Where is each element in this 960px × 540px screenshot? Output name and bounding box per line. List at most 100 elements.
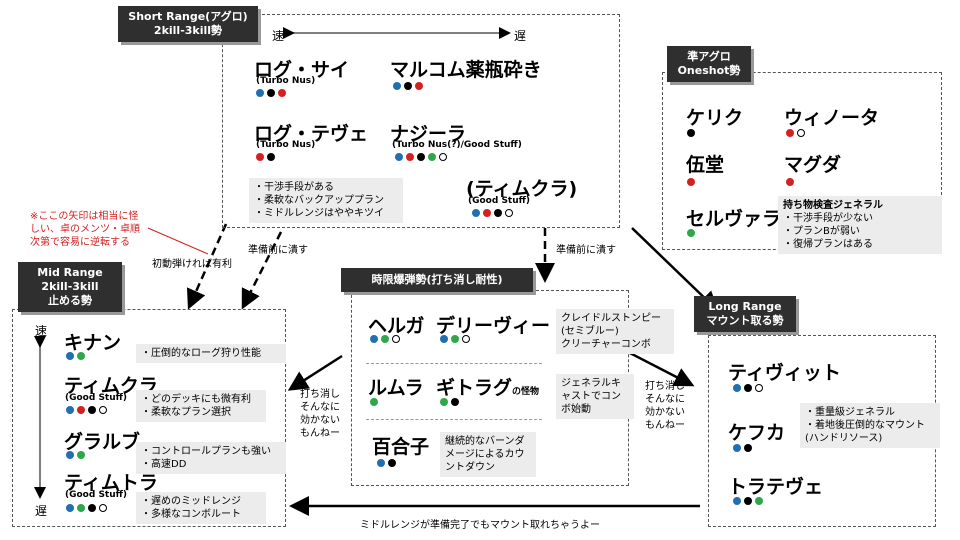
mid-range-subtitle2: 止める勢 <box>48 294 92 307</box>
long-range-title: Long Range <box>708 300 782 313</box>
note-line: ・柔軟なプラン選択 <box>141 407 231 418</box>
note-title: 持ち物検査ジェネラル <box>783 200 883 211</box>
color-dots <box>66 406 110 415</box>
deck-name: ウィノータ <box>784 107 880 129</box>
short-speed-slow: 遅 <box>514 29 527 43</box>
counter-line: もんねー <box>645 420 685 431</box>
deck-notes: 継続的なバーンダ メージによるカウ ントダウン <box>440 432 536 477</box>
note-line: ・干渉手段が少ない <box>783 213 873 224</box>
green-mana-dot <box>77 504 85 512</box>
red-mana-dot <box>786 178 794 186</box>
note-line: ・多様なコンボルート <box>141 509 241 520</box>
divider <box>366 363 542 364</box>
blue-mana-dot <box>733 444 741 452</box>
deck-notes: ジェネラルキ ャストでコン ボ始動 <box>556 374 634 419</box>
color-dots <box>687 129 698 138</box>
semi-aggro-notes: 持ち物検査ジェネラル ・干渉手段が少ない ・プランBが弱い ・復帰プランはある <box>778 196 942 254</box>
deck-name: マグダ <box>784 154 842 176</box>
color-dots <box>256 89 289 98</box>
mid-range-title: Mid Range <box>37 266 103 279</box>
deck-name-main: ギトラグ <box>436 377 513 399</box>
time-bomb-title: 時限爆弾勢(打ち消し耐性) <box>371 273 503 286</box>
color-dots <box>393 82 426 91</box>
semi-aggro-subtitle: Oneshot勢 <box>677 64 741 77</box>
semi-aggro-title: 準アグロ <box>687 50 731 63</box>
green-mana-dot <box>370 398 378 406</box>
note-line: ・重量級ジェネラル <box>805 407 895 418</box>
black-mana-dot <box>388 459 396 467</box>
blue-mana-dot <box>66 406 74 414</box>
counter-line: そんなに <box>300 402 340 413</box>
deck-name: 百合子 <box>372 436 430 458</box>
green-mana-dot <box>440 398 448 406</box>
note-line: メージによるカウ <box>445 449 525 460</box>
white-mana-dot <box>755 384 763 392</box>
color-dots <box>370 335 403 344</box>
color-dots <box>733 444 755 453</box>
note-line: ・高速DD <box>141 459 187 470</box>
deck-name: ケリク <box>686 107 744 129</box>
color-dots <box>687 229 698 238</box>
color-dots <box>66 352 88 361</box>
red-mana-dot <box>415 82 423 90</box>
color-dots <box>786 129 808 138</box>
blue-mana-dot <box>377 459 385 467</box>
counter-line: もんねー <box>300 428 340 439</box>
blue-mana-dot <box>440 335 448 343</box>
green-mana-dot <box>381 335 389 343</box>
color-dots <box>786 178 797 187</box>
deck-notes: ・遅めのミッドレンジ ・多様なコンボルート <box>136 492 266 524</box>
black-mana-dot <box>744 497 752 505</box>
color-dots <box>440 335 473 344</box>
mid-range-label: Mid Range 2kill-3kill 止める勢 <box>18 262 122 312</box>
white-mana-dot <box>505 209 513 217</box>
note-line: ジェネラルキ <box>561 378 621 389</box>
deck-name: ギトラグの怪物 <box>436 373 539 400</box>
color-dots <box>395 153 450 162</box>
counter-line: 効かない <box>300 415 340 426</box>
deck-name: ティヴィット <box>728 362 841 384</box>
color-dots <box>66 504 110 513</box>
color-dots <box>66 451 88 460</box>
short-range-box <box>222 14 620 228</box>
green-mana-dot <box>687 229 695 237</box>
deck-name: ルムラ <box>368 377 424 399</box>
color-dots <box>370 398 381 407</box>
note-line: (セミブルー) <box>561 326 619 337</box>
counter-label-1: 打ち消し そんなに 効かない もんねー <box>300 388 340 440</box>
black-mana-dot <box>687 129 695 137</box>
deck-name: ケフカ <box>728 422 786 444</box>
deck-name: マルコム薬瓶砕き <box>390 59 542 81</box>
deck-name: ナジーラ <box>390 123 467 145</box>
red-mana-dot <box>256 153 264 161</box>
note-line: ・遅めのミッドレンジ <box>141 496 241 507</box>
black-mana-dot <box>88 406 96 414</box>
note-line: ントダウン <box>445 462 495 473</box>
mid-speed-slow: 遅 <box>35 504 48 518</box>
deck-sub: (Good Stuff) <box>65 490 128 500</box>
green-mana-dot <box>755 497 763 505</box>
color-dots <box>733 384 766 393</box>
white-mana-dot <box>797 129 805 137</box>
note-line: ・着地後圧倒的なマウント <box>805 420 925 431</box>
semi-aggro-label: 準アグロ Oneshot勢 <box>667 46 751 82</box>
green-mana-dot <box>428 153 436 161</box>
blue-mana-dot <box>66 451 74 459</box>
white-mana-dot <box>439 153 447 161</box>
blue-mana-dot <box>472 209 480 217</box>
deck-name: キナン <box>64 332 122 354</box>
arrow-bomb-to-long <box>627 350 695 387</box>
white-mana-dot <box>99 504 107 512</box>
crush-label-2: 準備前に潰す <box>556 245 616 256</box>
deck-name: ティムクラ <box>64 375 158 397</box>
counter-label-2: 打ち消し そんなに 効かない もんねー <box>645 380 685 432</box>
bottom-arrow-label: ミドルレンジが準備完了でもマウント取れちゃうよー <box>360 520 600 531</box>
color-dots <box>440 398 462 407</box>
note-line: ャストでコン <box>561 391 621 402</box>
arrow-short-to-mid-1 <box>186 223 228 310</box>
warning-note: ※ここの矢印は相当に怪 しい、卓のメンツ・卓順 次第で容易に逆転する <box>30 210 140 249</box>
arrow-short-to-mid-2 <box>241 231 283 310</box>
green-mana-dot <box>77 352 85 360</box>
warning-line: 次第で容易に逆転する <box>30 237 130 248</box>
